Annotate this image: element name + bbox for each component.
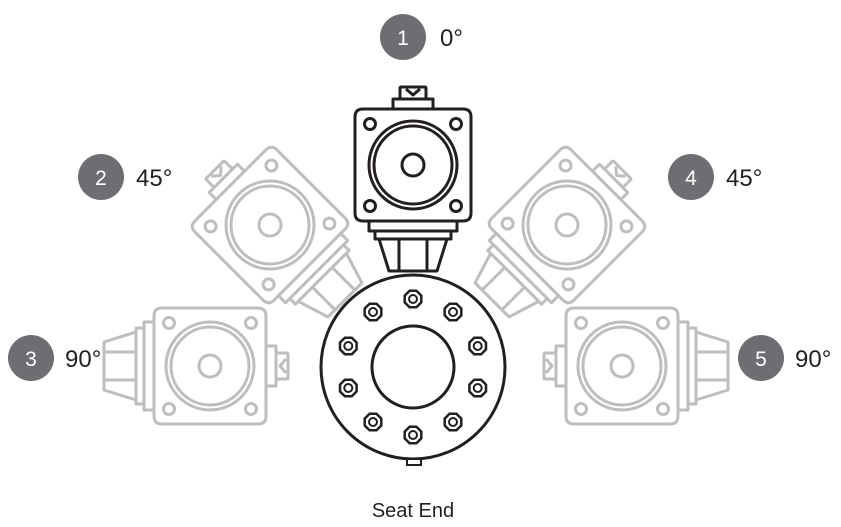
bolt-hole [448, 417, 458, 427]
position-badge-5: 5 [738, 335, 784, 381]
position-badge-4: 4 [668, 154, 714, 200]
flange-bolt-holes [338, 289, 488, 445]
bolt-hole [343, 341, 354, 351]
angle-label-3: 90° [65, 346, 101, 373]
bolt-hole [368, 417, 378, 427]
actuator-primary-position-1 [353, 85, 473, 273]
bolt-hole [448, 307, 458, 317]
actuator-ghost-position-3 [102, 306, 290, 426]
position-badge-2: 2 [78, 154, 124, 200]
actuator-ghost-position-5 [542, 306, 730, 426]
bolt-hole [368, 307, 378, 317]
badge-number: 2 [95, 167, 107, 190]
position-badge-1: 1 [380, 14, 426, 60]
bolt-hole [408, 294, 418, 304]
angle-label-5: 90° [795, 346, 831, 373]
bolt-hole [343, 383, 354, 393]
angle-label-1: 0° [440, 25, 463, 52]
badge-number: 4 [685, 167, 697, 190]
bolt-hole [472, 383, 483, 393]
badge-number: 1 [397, 27, 409, 50]
position-badge-3: 3 [8, 335, 54, 381]
seat-end-caption: Seat End [372, 500, 454, 522]
angle-label-4: 45° [726, 165, 762, 192]
bolt-hole [408, 430, 418, 440]
bolt-hole [472, 341, 483, 351]
badge-number: 5 [755, 348, 767, 371]
valve-flange [319, 273, 507, 466]
badge-number: 3 [25, 348, 37, 371]
angle-label-2: 45° [136, 165, 172, 192]
